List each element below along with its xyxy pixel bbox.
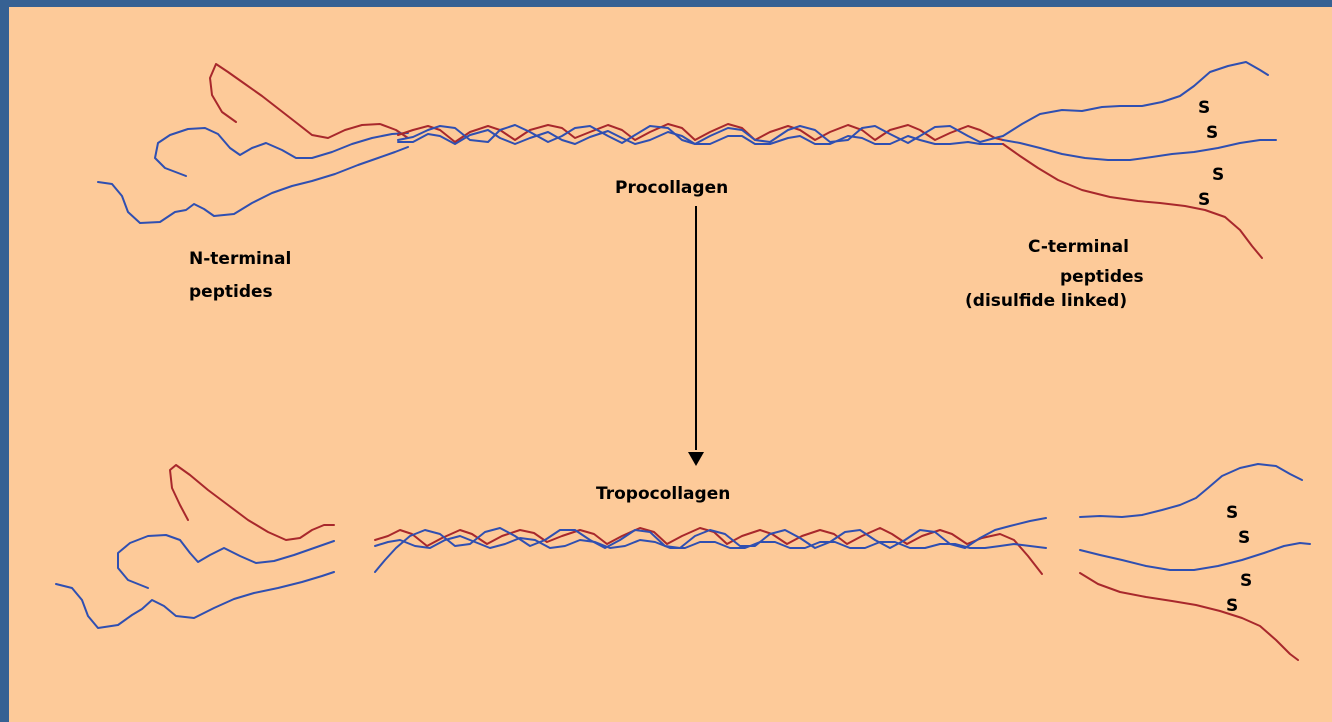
- cleaved-n-terminal-red-chain: [170, 465, 334, 540]
- cleaved-n-terminal-blue-chain-lower: [56, 572, 334, 628]
- n-terminal-blue-chain-lower: [98, 147, 408, 223]
- cleaved-c-terminal-red-chain: [1080, 573, 1298, 660]
- tropo-helix-blue-chain-2: [375, 536, 1046, 548]
- disulfide-s-label: S: [1206, 123, 1218, 143]
- n-terminal-label-line1: N-terminal: [189, 249, 291, 269]
- c-terminal-label-line2: peptides: [1060, 267, 1144, 287]
- cleaved-n-terminal-peptides: [56, 465, 334, 628]
- cleaved-c-terminal-blue-chain-upper: [1080, 464, 1302, 517]
- helix-red-chain: [398, 124, 1003, 142]
- conversion-arrow: [688, 206, 704, 466]
- tropocollagen-label: Tropocollagen: [596, 484, 730, 504]
- c-terminal-blue-chain-middle: [1003, 140, 1276, 160]
- c-terminal-blue-chain-upper: [1003, 62, 1268, 136]
- disulfide-s-label: S: [1226, 596, 1238, 616]
- n-terminal-label-line2: peptides: [189, 282, 273, 302]
- disulfide-s-label: S: [1198, 98, 1210, 118]
- n-terminal-blue-chain-upper: [155, 128, 408, 176]
- disulfide-s-label: S: [1240, 571, 1252, 591]
- cleaved-c-terminal-blue-chain-middle: [1080, 543, 1310, 570]
- c-terminal-label-line1: C-terminal: [1028, 237, 1129, 257]
- cleaved-c-terminal-peptides: [1080, 464, 1310, 660]
- disulfide-s-label: S: [1212, 165, 1224, 185]
- cleaved-n-terminal-blue-chain-upper: [118, 535, 334, 588]
- tropocollagen-helix: [375, 518, 1046, 574]
- c-terminal-label-line3: (disulfide linked): [965, 291, 1127, 311]
- procollagen-label: Procollagen: [615, 178, 728, 198]
- tropo-helix-red-chain: [375, 528, 1042, 574]
- disulfide-s-label: S: [1198, 190, 1210, 210]
- procollagen-molecule: [98, 62, 1276, 258]
- disulfide-s-label: S: [1226, 503, 1238, 523]
- n-terminal-red-chain: [210, 64, 408, 138]
- disulfide-s-label: S: [1238, 528, 1250, 548]
